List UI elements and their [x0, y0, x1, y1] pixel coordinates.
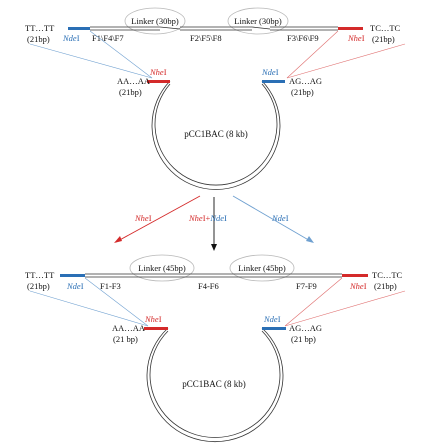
bottom-site-nde: NdeI [66, 281, 84, 291]
vector-bottom-nhe-arm [144, 327, 168, 330]
top-construct: Linker (30bp) Linker (30bp) TT…TT (21bp)… [25, 7, 406, 79]
arrow-right [232, 195, 313, 243]
bottom-end-right-bp: (21bp) [374, 281, 397, 291]
vector-bottom-name: pCC1BAC (8 kb) [182, 379, 246, 389]
bottom-guide-lines [29, 277, 406, 327]
bottom-fragment-lines [85, 273, 342, 278]
top-linker-left-ellipse [124, 7, 186, 35]
vector-bottom-arm-right: AG…AG [289, 323, 322, 333]
top-frag-3: F3\F6\F9 [287, 33, 319, 43]
vector-bottom: NheI NdeI AA…AA (21 bp) AG…AG (21 bp) pC… [112, 314, 322, 443]
vector-top-ring-inner [154, 83, 278, 186]
top-left-blue-end [68, 27, 90, 30]
top-linker-left-label: Linker (30bp) [131, 16, 179, 26]
bottom-construct: Linker (45bp) Linker (45bp) TT…TT (21bp)… [25, 254, 406, 327]
arrow-middle-head [211, 244, 217, 251]
arrow-middle-label: NheI+NdeI [188, 213, 227, 223]
top-frag-1: F1\F4\F7 [92, 33, 124, 43]
top-linker-right-label: Linker (30bp) [234, 16, 282, 26]
arrow-right-head [306, 236, 314, 243]
vector-top-arm-left-bp: (21bp) [119, 87, 142, 97]
vector-top: NheI NdeI AA…AA (21bp) AG…AG (21bp) pCC1… [117, 67, 322, 190]
arrow-left [115, 195, 201, 243]
top-end-left-bp: (21bp) [27, 34, 50, 44]
bottom-frag-1: F1-F3 [100, 281, 121, 291]
vector-top-ring-outer [151, 80, 281, 190]
bottom-linker-left-label: Linker (45bp) [138, 263, 186, 273]
top-site-nhe: NheI [347, 33, 365, 43]
top-end-right: TC…TC [370, 23, 401, 33]
bottom-frag-2: F4-F6 [198, 281, 219, 291]
bottom-site-nhe: NheI [349, 281, 367, 291]
bottom-end-left-bp: (21bp) [27, 281, 50, 291]
arrow-left-label: NheI [134, 213, 152, 223]
vector-bottom-arm-right-bp: (21 bp) [291, 334, 316, 344]
vector-bottom-ring-outer [146, 327, 284, 443]
vector-bottom-nde-arm [262, 327, 286, 330]
top-right-red-end [338, 27, 363, 30]
top-fragment-lines [90, 26, 338, 31]
bottom-linker-right-label: Linker (45bp) [238, 263, 286, 273]
vector-top-arm-right: AG…AG [289, 76, 322, 86]
bottom-frag-3: F7-F9 [296, 281, 317, 291]
bottom-end-right: TC…TC [372, 270, 403, 280]
arrow-right-label: NdeI [271, 213, 289, 223]
digestion-arrows: NheI NheI+NdeI NdeI [114, 195, 314, 251]
vector-top-nhe-arm [147, 80, 170, 83]
top-end-right-bp: (21bp) [372, 34, 395, 44]
top-guide-lines [29, 30, 406, 79]
vector-top-site-nhe: NheI [149, 67, 167, 77]
vector-top-arm-right-bp: (21bp) [291, 87, 314, 97]
bottom-end-left: TT…TT [25, 270, 55, 280]
vector-bottom-arm-left-bp: (21 bp) [113, 334, 138, 344]
vector-top-site-nde: NdeI [261, 67, 279, 77]
bottom-linker-left-ellipse [129, 254, 195, 282]
top-end-left: TT…TT [25, 23, 55, 33]
vector-bottom-site-nhe: NheI [144, 314, 162, 324]
vector-bottom-ring-inner [149, 330, 281, 438]
vector-top-name: pCC1BAC (8 kb) [184, 129, 248, 139]
top-site-nde: NdeI [62, 33, 80, 43]
top-linker-right-ellipse [227, 7, 289, 35]
vector-bottom-site-nde: NdeI [263, 314, 281, 324]
vector-top-arm-left: AA…AA [117, 76, 151, 86]
bottom-linker-right-ellipse [229, 254, 295, 282]
vector-bottom-arm-left: AA…AA [112, 323, 146, 333]
bottom-right-red-end [342, 274, 368, 277]
arrow-left-head [114, 236, 122, 243]
vector-top-nde-arm [262, 80, 285, 83]
top-frag-2: F2\F5\F8 [190, 33, 222, 43]
bottom-left-blue-end [60, 274, 85, 277]
